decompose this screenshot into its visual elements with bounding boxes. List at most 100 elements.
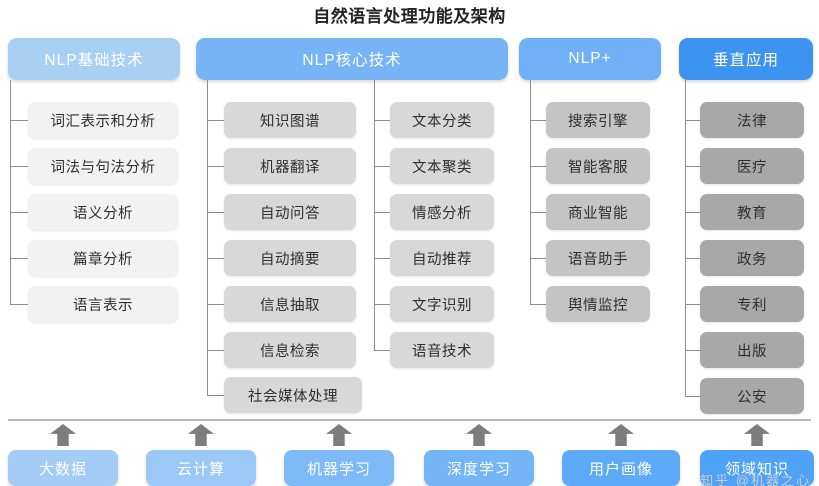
connector-trunk-nlp-core-a [207,80,208,350]
up-arrow-icon [326,424,352,446]
node-label: 自动推荐 [412,251,472,268]
column-header-label: 垂直应用 [712,52,779,69]
connector-trunk-nlp-basic [10,80,11,304]
connector-stub [530,304,546,305]
node-nlp-basic-3[interactable]: 篇章分析 [28,240,178,276]
foundation-item-label: 深度学习 [446,460,511,478]
connector-stub [374,304,390,305]
node-label: 语音助手 [568,251,628,268]
connector-stub [374,212,390,213]
connector-stub [530,212,546,213]
node-nlp-plus-0[interactable]: 搜索引擎 [546,102,650,138]
node-nlp-basic-2[interactable]: 语义分析 [28,194,178,230]
column-header-nlp-plus[interactable]: NLP+ [519,38,661,80]
column-header-label: NLP+ [568,50,612,67]
connector-stub [10,212,28,213]
node-nlp-basic-1[interactable]: 词法与句法分析 [28,148,178,184]
foundation-item-label: 大数据 [38,460,87,478]
node-nlp-core-b-5[interactable]: 语音技术 [390,332,494,368]
node-label: 专利 [737,297,767,314]
column-header-label: NLP核心技术 [302,52,402,69]
node-label: 政务 [737,251,767,268]
column-header-nlp-core-a[interactable]: NLP核心技术 [196,38,508,80]
node-social-media-processing[interactable]: 社会媒体处理 [224,377,362,413]
node-label: 词法与句法分析 [50,159,156,176]
node-nlp-plus-1[interactable]: 智能客服 [546,148,650,184]
node-nlp-core-a-2[interactable]: 自动问答 [224,194,356,230]
node-nlp-plus-3[interactable]: 语音助手 [546,240,650,276]
node-label: 搜索引擎 [568,113,628,130]
foundation-item-0[interactable]: 大数据 [8,450,118,486]
connector-stub [10,258,28,259]
connector-stub [685,166,700,167]
column-header-vertical-app[interactable]: 垂直应用 [679,38,813,80]
node-nlp-basic-0[interactable]: 词汇表示和分析 [28,102,178,138]
node-label: 信息抽取 [260,297,320,314]
node-label: 机器翻译 [260,159,320,176]
connector-trunk-wide-node [207,350,208,395]
node-label: 文本分类 [412,113,472,130]
foundation-item-label: 用户画像 [588,460,653,478]
node-label: 医疗 [737,159,767,176]
node-label: 教育 [737,205,767,222]
node-nlp-core-b-3[interactable]: 自动推荐 [390,240,494,276]
node-label: 语言表示 [73,297,133,314]
connector-stub [207,395,224,396]
foundation-separator [8,419,811,421]
connector-stub [685,212,700,213]
node-nlp-core-a-0[interactable]: 知识图谱 [224,102,356,138]
node-vertical-app-6[interactable]: 公安 [700,378,804,414]
node-label: 情感分析 [412,205,472,222]
node-vertical-app-3[interactable]: 政务 [700,240,804,276]
connector-stub [685,304,700,305]
node-label: 语音技术 [412,343,472,360]
connector-stub [374,258,390,259]
foundation-item-3[interactable]: 深度学习 [424,450,534,486]
node-vertical-app-0[interactable]: 法律 [700,102,804,138]
node-nlp-plus-2[interactable]: 商业智能 [546,194,650,230]
node-nlp-core-b-4[interactable]: 文字识别 [390,286,494,322]
node-label: 公安 [737,389,767,406]
foundation-item-1[interactable]: 云计算 [146,450,256,486]
foundation-item-5[interactable]: 领域知识 [700,450,814,486]
node-label: 信息检索 [260,343,320,360]
node-vertical-app-2[interactable]: 教育 [700,194,804,230]
foundation-item-4[interactable]: 用户画像 [562,450,680,486]
node-nlp-basic-4[interactable]: 语言表示 [28,286,178,322]
up-arrow-icon [50,424,76,446]
node-label: 自动问答 [260,205,320,222]
node-label: 词汇表示和分析 [50,113,156,130]
foundation-item-2[interactable]: 机器学习 [284,450,394,486]
foundation-item-label: 云计算 [176,460,225,478]
node-nlp-core-a-4[interactable]: 信息抽取 [224,286,356,322]
node-label: 出版 [737,343,767,360]
node-vertical-app-5[interactable]: 出版 [700,332,804,368]
node-label: 社会媒体处理 [248,388,338,405]
connector-stub [530,166,546,167]
connector-trunk-nlp-plus [530,80,531,304]
column-header-nlp-basic[interactable]: NLP基础技术 [8,38,180,80]
node-nlp-core-a-3[interactable]: 自动摘要 [224,240,356,276]
node-nlp-plus-4[interactable]: 舆情监控 [546,286,650,322]
node-nlp-core-a-1[interactable]: 机器翻译 [224,148,356,184]
node-nlp-core-b-0[interactable]: 文本分类 [390,102,494,138]
node-label: 篇章分析 [73,251,133,268]
page-title: 自然语言处理功能及架构 [313,7,506,26]
connector-stub [10,166,28,167]
connector-trunk-nlp-core-b [374,80,375,350]
node-nlp-core-b-2[interactable]: 情感分析 [390,194,494,230]
connector-stub [207,120,224,121]
foundation-item-label: 领域知识 [724,460,789,478]
node-nlp-core-a-5[interactable]: 信息检索 [224,332,356,368]
connector-stub [530,258,546,259]
node-vertical-app-4[interactable]: 专利 [700,286,804,322]
node-label: 智能客服 [568,159,628,176]
up-arrow-icon [188,424,214,446]
node-nlp-core-b-1[interactable]: 文本聚类 [390,148,494,184]
connector-stub [10,120,28,121]
connector-stub [207,304,224,305]
connector-stub [207,350,224,351]
node-vertical-app-1[interactable]: 医疗 [700,148,804,184]
connector-stub [685,120,700,121]
up-arrow-icon [466,424,492,446]
